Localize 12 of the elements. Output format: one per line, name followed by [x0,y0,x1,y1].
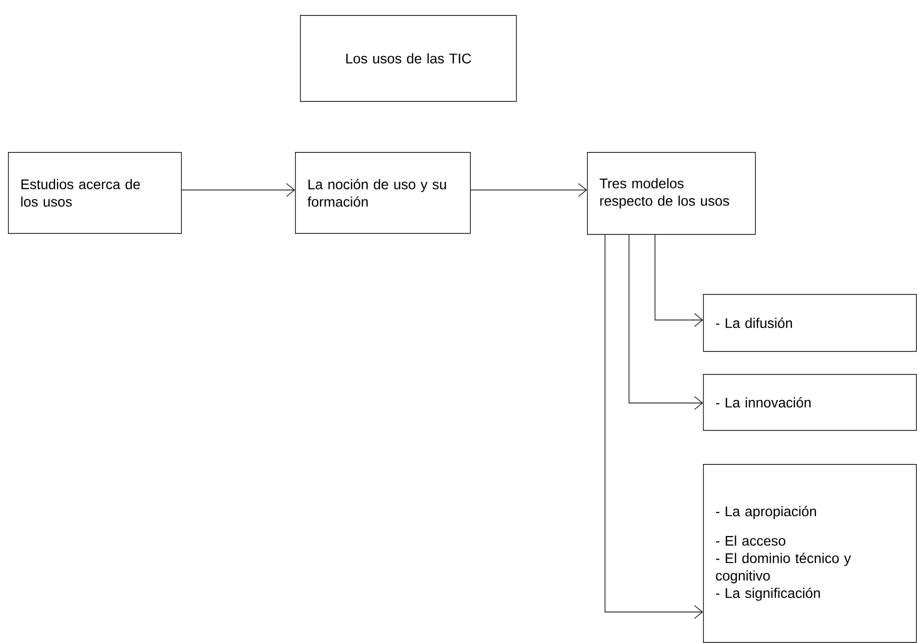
arrow [654,234,703,327]
arrow [470,183,587,197]
list-box: - La apropiación - El acceso - El dominio técnico y cognitivo - La significación [703,464,917,643]
process-box: Estudios acerca de los usos [8,152,182,234]
process-box: La noción de uso y su formación [295,152,471,234]
arrow [604,234,703,619]
arrow [628,234,703,410]
list-box: - La difusión [703,294,917,352]
arrow [181,183,295,197]
process-box: Tres modelos respecto de los usos [587,152,756,235]
list-box: - La innovación [703,374,917,431]
title-box: Los usos de las TIC [300,15,517,102]
